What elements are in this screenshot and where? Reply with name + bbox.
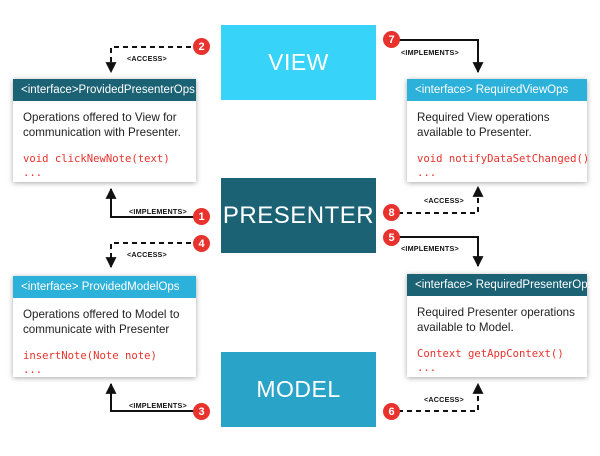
step-badge-3: 3 [193,403,210,420]
connector-3-implements [105,382,200,412]
step-badge-4: 4 [193,235,210,252]
required-view-ops-card: <interface> RequiredViewOps Required Vie… [407,79,590,182]
card-header: <interface> RequiredViewOps [407,79,587,101]
connector-4-access [105,242,200,269]
edge-label-implements: <IMPLEMENTS> [129,401,187,410]
card-code: insertNote(Note note) ... [23,350,157,376]
step-badge-2: 2 [193,38,210,55]
card-description: Operations offered to Model to communica… [23,308,180,336]
card-code: void notifyDataSetChanged() ... [417,153,590,179]
required-presenter-ops-card: <interface> RequiredPresenterOps Require… [407,274,593,377]
step-badge-1: 1 [193,208,210,225]
card-header: <interface> ProvidedModelOps [13,276,196,298]
edge-label-access: <ACCESS> [127,250,167,259]
card-code: Context getAppContext() ... [417,348,564,374]
connector-5-implements [398,236,484,268]
provided-presenter-ops-card: <interface>ProvidedPresenterOps Operatio… [13,79,196,182]
provided-model-ops-card: <interface> ProvidedModelOps Operations … [13,276,196,377]
card-header: <interface>ProvidedPresenterOps [13,79,196,101]
view-node: VIEW [221,25,376,100]
connector-7-implements [398,39,484,74]
step-badge-7: 7 [383,31,400,48]
step-badge-6: 6 [383,403,400,420]
edge-label-implements: <IMPLEMENTS> [401,48,459,57]
model-node: MODEL [221,352,376,427]
edge-label-implements: <IMPLEMENTS> [401,244,459,253]
presenter-node: PRESENTER [221,178,376,253]
step-badge-8: 8 [383,204,400,221]
edge-label-access: <ACCESS> [424,395,464,404]
connector-1-implements [105,187,200,218]
edge-label-access: <ACCESS> [127,54,167,63]
connector-2-access [105,46,200,74]
card-description: Operations offered to View for communica… [23,111,181,139]
edge-label-implements: <IMPLEMENTS> [129,207,187,216]
card-description: Required Presenter operations available … [417,306,575,334]
step-badge-5: 5 [383,229,400,246]
card-description: Required View operations available to Pr… [417,111,550,139]
edge-label-access: <ACCESS> [424,196,464,205]
card-header: <interface> RequiredPresenterOps [407,274,593,296]
card-code: void clickNewNote(text) ... [23,153,170,179]
